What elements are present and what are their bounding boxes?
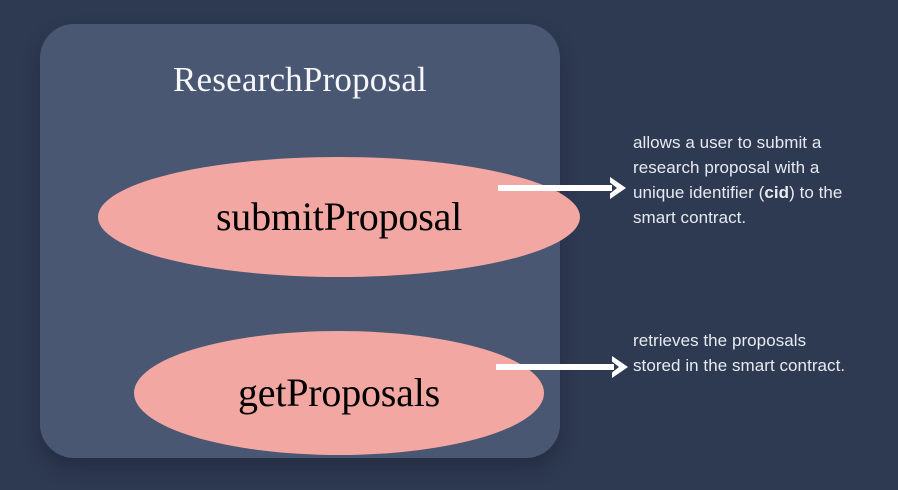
- description-get-proposals: retrieves the proposals stored in the sm…: [633, 328, 858, 378]
- method-node-get-proposals[interactable]: getProposals: [134, 331, 544, 455]
- method-node-label: getProposals: [237, 370, 441, 415]
- description-text-part: ) to the smart contract.: [633, 183, 843, 227]
- method-node-submit-proposal[interactable]: submitProposal: [98, 157, 580, 277]
- description-text-part: allows a user to submit a research propo…: [633, 133, 822, 202]
- description-text-part: retrieves the proposals stored in the sm…: [633, 331, 846, 375]
- method-node-label: submitProposal: [215, 194, 463, 239]
- description-text-emphasis: cid: [764, 183, 790, 202]
- description-submit-proposal: allows a user to submit a research propo…: [633, 130, 858, 230]
- contract-title: ResearchProposal: [173, 60, 427, 99]
- arrow-right-icon-submit-proposal: [498, 175, 628, 201]
- contract-card: ResearchProposal submitProposal getPropo…: [40, 24, 580, 458]
- arrow-right-icon-get-proposals: [496, 354, 630, 380]
